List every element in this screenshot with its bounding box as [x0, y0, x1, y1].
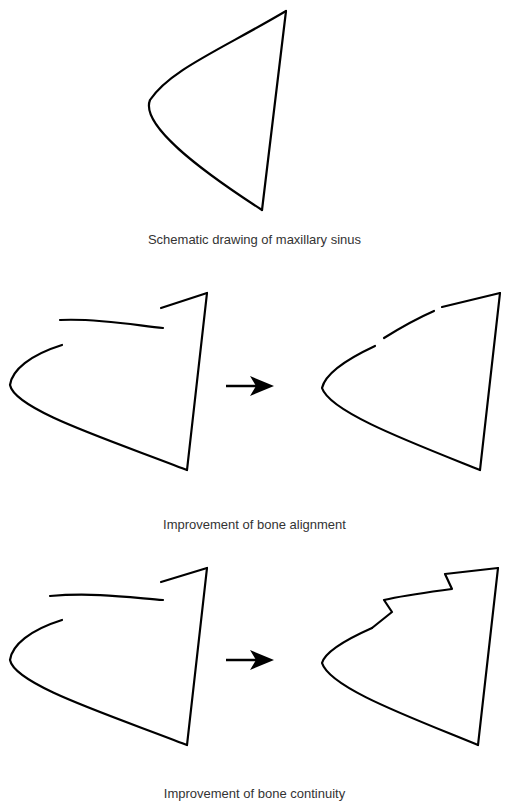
bone-fragment	[442, 293, 500, 307]
sinus-wall	[149, 11, 286, 210]
sinus-wall	[322, 628, 478, 745]
bone-fragment	[60, 320, 163, 328]
transition-arrow	[226, 650, 274, 670]
sinus-wall	[10, 345, 187, 470]
sinus-wall	[187, 293, 207, 470]
sinus-wall	[187, 568, 207, 745]
figure-caption: Schematic drawing of maxillary sinus	[0, 232, 509, 247]
sinus-wall	[10, 620, 187, 745]
figure-caption: Improvement of bone continuity	[0, 786, 509, 801]
transition-arrow	[226, 376, 274, 396]
sinus-wall	[478, 568, 498, 745]
bone-fragment	[161, 293, 207, 308]
bone-fragment	[50, 595, 163, 600]
bone-fragment	[161, 568, 207, 582]
sinus-wall	[322, 346, 480, 470]
sinus-wall	[262, 11, 286, 210]
sinus-wall	[480, 293, 500, 470]
bone-fragment	[384, 311, 434, 338]
bone-fragment	[372, 568, 498, 628]
figure-caption: Improvement of bone alignment	[0, 517, 509, 532]
